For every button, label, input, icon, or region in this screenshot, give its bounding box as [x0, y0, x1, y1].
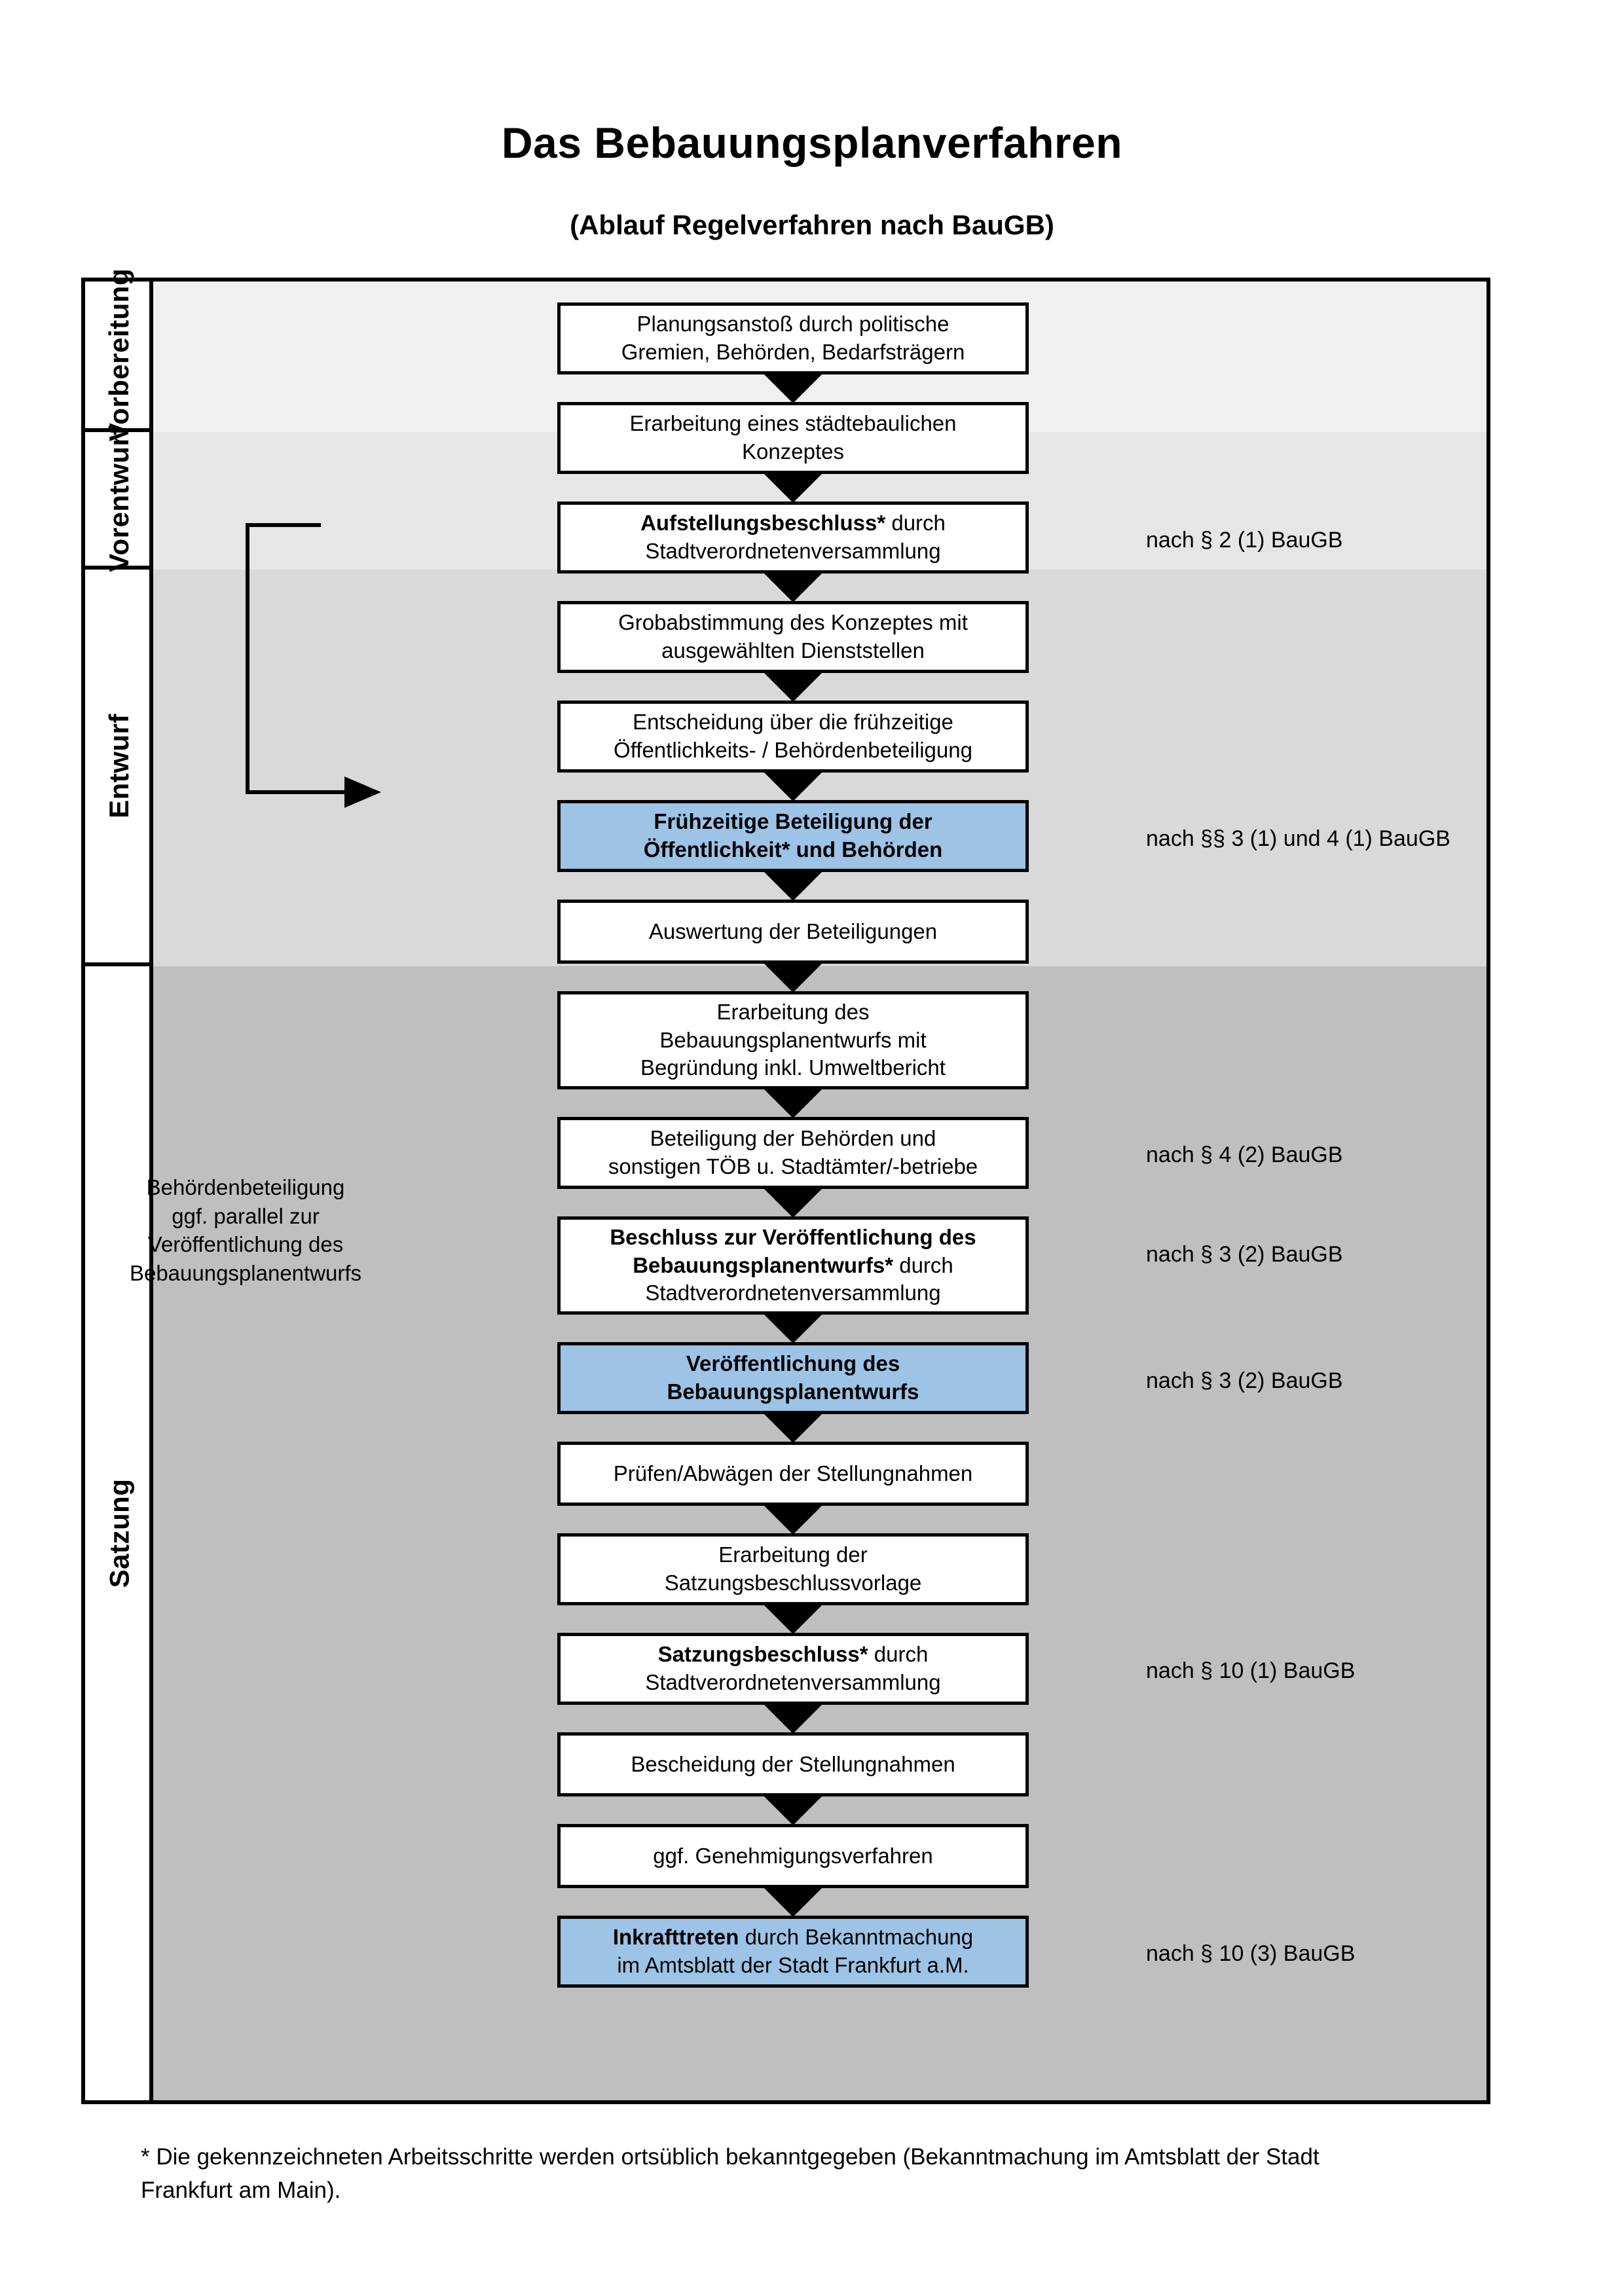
step-line: Konzeptes — [742, 439, 844, 464]
step-line: Frühzeitige Beteiligung der — [654, 809, 932, 834]
page-subtitle: (Ablauf Regelverfahren nach BauGB) — [570, 210, 1054, 240]
side-annotation-line: Bebauungsplanentwurfs — [129, 1260, 362, 1285]
step-line: Bebauungsplanentwurfs* durch — [633, 1252, 953, 1277]
footnote-line: Frankfurt am Main). — [141, 2177, 341, 2203]
step-line: Auswertung der Beteiligungen — [648, 919, 938, 943]
flow-arrow-down — [763, 1188, 823, 1218]
footnote: * Die gekennzeichneten Arbeitsschritte w… — [141, 2141, 1503, 2208]
step-line-bold: Bebauungsplanentwurfs* — [633, 1252, 894, 1277]
step-line-bold: Satzungsbeschluss* — [657, 1642, 868, 1667]
step-line: Erarbeitung eines städtebaulichen — [629, 411, 957, 436]
step-line: Erarbeitung der — [718, 1542, 868, 1567]
step-satzungsbeschlussvorlage[interactable]: Erarbeitung der Satzungsbeschlussvorlage — [557, 1533, 1029, 1605]
step-line: ausgewählten Dienststellen — [661, 638, 925, 663]
flow-arrow-down — [763, 1704, 823, 1734]
flow-arrow-down — [763, 473, 823, 503]
step-line: Beschluss zur Veröffentlichung des — [610, 1224, 976, 1252]
legal-note-4: nach § 3 (2) BauGB — [1146, 1242, 1343, 1267]
step-auswertung-beteiligungen[interactable]: Auswertung der Beteiligungen — [557, 900, 1029, 964]
flow-arrow-down — [763, 1504, 823, 1535]
step-line: Erarbeitung des — [716, 999, 870, 1024]
step-line: Gremien, Behörden, Bedarfsträgern — [621, 340, 965, 364]
flow-arrow-down — [763, 1795, 823, 1825]
flow-arrow-down — [763, 1887, 823, 1917]
step-line: Stadtverordnetenversammlung — [645, 1670, 941, 1694]
flow-arrow-down — [763, 1313, 823, 1343]
step-entscheidung-fruehzeitige[interactable]: Entscheidung über die frühzeitige Öffent… — [557, 701, 1029, 773]
step-line: Begründung inkl. Umweltbericht — [640, 1055, 946, 1080]
step-line: Veröffentlichung des — [686, 1351, 900, 1376]
step-line: Beteiligung der Behörden und — [650, 1126, 936, 1151]
step-line: Bescheidung der Stellungnahmen — [631, 1751, 955, 1776]
step-line-bold: Beschluss zur Veröffentlichung des — [610, 1224, 976, 1249]
flow-arrow-down — [763, 1088, 823, 1118]
legal-note-1: nach § 2 (1) BauGB — [1146, 528, 1343, 553]
phase-label-satzung: Satzung — [103, 1478, 135, 1588]
phase-cell-entwurf: Entwurf — [85, 570, 153, 966]
step-line: ggf. Genehmigungsverfahren — [653, 1843, 933, 1868]
legal-note-7: nach § 10 (3) BauGB — [1146, 1941, 1356, 1966]
step-beschluss-veroeffentlichung[interactable]: Beschluss zur Veröffentlichung des Bebau… — [557, 1216, 1029, 1315]
footnote-line: * Die gekennzeichneten Arbeitsschritte w… — [141, 2144, 1320, 2170]
step-line: Prüfen/Abwägen der Stellungnahmen — [613, 1461, 973, 1485]
step-genehmigungsverfahren[interactable]: ggf. Genehmigungsverfahren — [557, 1824, 1029, 1888]
step-line-bold: Aufstellungsbeschluss* — [640, 511, 886, 536]
step-satzungsbeschluss[interactable]: Satzungsbeschluss* durch Stadtverordnete… — [557, 1633, 1029, 1705]
step-pruefen-abwaegen[interactable]: Prüfen/Abwägen der Stellungnahmen — [557, 1442, 1029, 1506]
phase-label-vorbereitung: Vorbereitung — [103, 268, 135, 442]
flow-arrow-down — [763, 962, 823, 993]
phase-cell-vorbereitung: Vorbereitung — [85, 268, 153, 441]
page-title: Das Bebauungsplanverfahren — [501, 118, 1123, 167]
step-line: Stadtverordnetenversammlung — [645, 539, 941, 563]
flow-arrow-down — [763, 871, 823, 901]
step-line: Aufstellungsbeschluss* durch — [640, 511, 946, 536]
step-line: Satzungsbeschlussvorlage — [664, 1571, 922, 1595]
step-bescheidung-stellungnahmen[interactable]: Bescheidung der Stellungnahmen — [557, 1732, 1029, 1796]
flowchart-frame: Vorbereitung Vorentwurf Entwurf Satzung … — [81, 268, 1490, 2104]
step-aufstellungsbeschluss[interactable]: Aufstellungsbeschluss* durch Stadtverord… — [557, 501, 1029, 574]
step-line: Stadtverordnetenversammlung — [645, 1281, 941, 1305]
step-line: Öffentlichkeits- / Behördenbeteiligung — [614, 738, 972, 762]
step-line: Entscheidung über die frühzeitige — [633, 710, 953, 735]
step-beteiligung-behoerden-toeb[interactable]: Beteiligung der Behörden und sonstigen T… — [557, 1117, 1029, 1189]
step-grobabstimmung[interactable]: Grobabstimmung des Konzeptes mit ausgewä… — [557, 601, 1029, 673]
step-line: Bebauungsplanentwurfs mit — [659, 1027, 927, 1052]
step-planungsanstoss[interactable]: Planungsanstoß durch politische Gremien,… — [557, 302, 1029, 374]
step-line: Bebauungsplanentwurfs — [667, 1379, 919, 1404]
legal-note-2: nach §§ 3 (1) und 4 (1) BauGB — [1146, 826, 1450, 851]
step-line: Grobabstimmung des Konzeptes mit — [618, 610, 968, 635]
phase-cell-vorentwurf: Vorentwurf — [85, 426, 153, 572]
flow-arrow-down — [763, 1604, 823, 1634]
phase-cell-satzung: Satzung — [85, 966, 153, 2100]
step-line: im Amtsblatt der Stadt Frankfurt a.M. — [617, 1953, 969, 1977]
phase-label-vorentwurf: Vorentwurf — [103, 426, 134, 572]
flow-arrow-down — [763, 771, 823, 801]
side-annotation-behoerdenbeteiligung: Behördenbeteiligung ggf. parallel zur Ve… — [105, 1173, 386, 1287]
legal-note-6: nach § 10 (1) BauGB — [1146, 1658, 1356, 1683]
step-veroeffentlichung-bplan-entwurf[interactable]: Veröffentlichung des Bebauungsplanentwur… — [557, 1342, 1029, 1414]
flow-arrow-down — [763, 1413, 823, 1443]
step-line: Öffentlichkeit* und Behörden — [643, 837, 943, 862]
step-line: Satzungsbeschluss* durch — [657, 1642, 929, 1667]
phase-label-entwurf: Entwurf — [103, 714, 134, 818]
step-erarbeitung-bplan-entwurf[interactable]: Erarbeitung des Bebauungsplanentwurfs mi… — [557, 991, 1029, 1089]
flow-arrow-down — [763, 672, 823, 702]
legal-note-5: nach § 3 (2) BauGB — [1146, 1368, 1343, 1393]
step-fruehzeitige-beteiligung[interactable]: Frühzeitige Beteiligung der Öffentlichke… — [557, 800, 1029, 872]
step-line: Inkrafttreten durch Bekanntmachung — [612, 1925, 974, 1950]
side-annotation-line: Veröffentlichung des — [147, 1232, 344, 1257]
step-line: Planungsanstoß durch politische — [637, 312, 950, 337]
step-inkrafttreten[interactable]: Inkrafttreten durch Bekanntmachung im Am… — [557, 1916, 1029, 1988]
side-annotation-line: Behördenbeteiligung — [146, 1175, 345, 1199]
flow-arrow-down — [763, 373, 823, 403]
legal-note-3: nach § 4 (2) BauGB — [1146, 1142, 1343, 1167]
flow-arrow-down — [763, 572, 823, 602]
side-annotation-line: ggf. parallel zur — [172, 1203, 320, 1228]
phase-label-column: Vorbereitung Vorentwurf Entwurf Satzung — [85, 268, 153, 2100]
step-staedtebauliches-konzept[interactable]: Erarbeitung eines städtebaulichen Konzep… — [557, 402, 1029, 474]
step-line: sonstigen TÖB u. Stadtämter/-betriebe — [608, 1154, 978, 1178]
step-line-bold: Inkrafttreten — [612, 1925, 739, 1950]
